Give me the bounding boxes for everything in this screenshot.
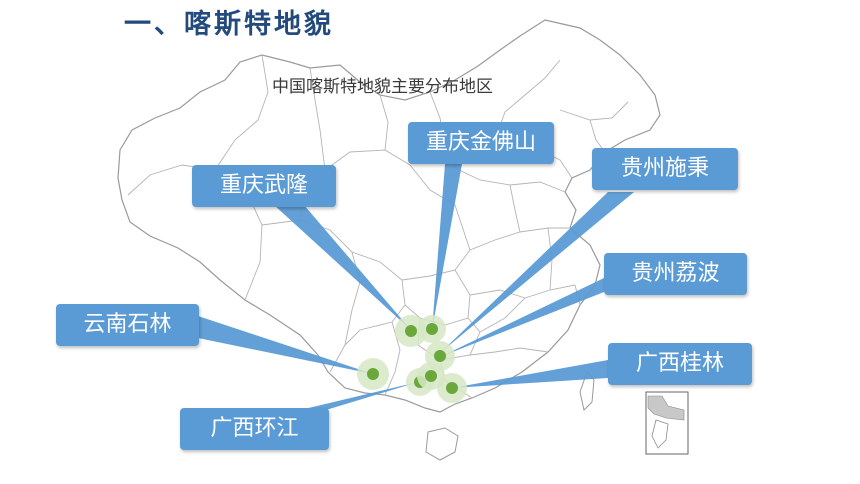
pointer-guizhou-shibing xyxy=(440,192,634,353)
callout-yunnan-shilin: 云南石林 xyxy=(56,304,199,346)
callout-pointers xyxy=(198,164,634,410)
pointer-chongqing-wulong xyxy=(274,205,411,330)
marker-chongqing-jinfoshan xyxy=(418,315,446,343)
callout-guizhou-shibing: 贵州施秉 xyxy=(592,148,738,190)
slide-title: 一、喀斯特地貌 xyxy=(124,9,334,40)
hainan-island xyxy=(425,427,459,461)
location-markers xyxy=(357,315,467,403)
map-subtitle: 中国喀斯特地貌主要分布地区 xyxy=(272,77,493,97)
callout-guangxi-huanjiang: 广西环江 xyxy=(180,408,329,450)
south-china-sea-inset xyxy=(645,391,689,455)
callout-chongqing-wulong: 重庆武隆 xyxy=(192,165,336,207)
pointer-guangxi-huanjiang xyxy=(300,382,418,410)
pointer-guizhou-libo xyxy=(440,278,604,357)
marker-chongqing-wulong xyxy=(395,315,427,347)
marker-guangxi-guilin xyxy=(437,373,467,403)
pointer-yunnan-shilin xyxy=(198,316,373,374)
pointer-guangxi-guilin xyxy=(452,360,608,388)
callout-guizhou-libo: 贵州荔波 xyxy=(604,253,747,295)
pointer-chongqing-jinfoshan xyxy=(432,164,462,330)
callout-guangxi-guilin: 广西桂林 xyxy=(608,343,752,385)
callout-chongqing-jinfoshan: 重庆金佛山 xyxy=(408,122,554,164)
china-outline xyxy=(117,19,661,413)
marker-yunnan-shilin xyxy=(357,358,389,390)
